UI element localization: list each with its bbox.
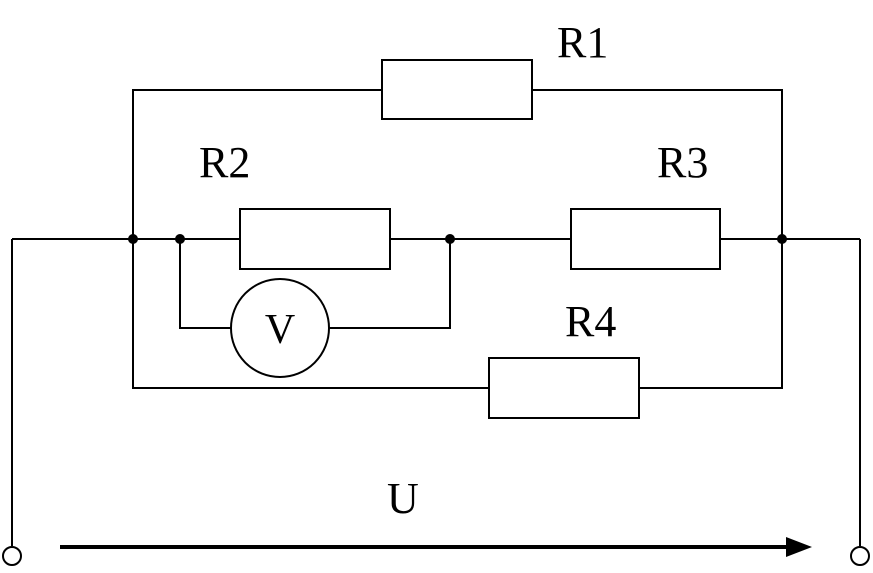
label-r1: R1 xyxy=(557,18,608,67)
label-r3: R3 xyxy=(657,138,708,187)
wire-voltmeter-right xyxy=(329,239,451,329)
voltmeter-symbol: V xyxy=(265,307,295,353)
wire-r1-loop-left xyxy=(132,89,382,239)
junction-left xyxy=(128,234,138,244)
resistor-r4 xyxy=(488,357,640,419)
wires xyxy=(11,89,861,546)
junction-voltmeter-right xyxy=(445,234,455,244)
voltmeter-circle xyxy=(230,278,330,378)
label-r2: R2 xyxy=(199,138,250,187)
wire-r1-loop-right xyxy=(532,89,783,239)
junction-right xyxy=(777,234,787,244)
wire-r4-loop-right xyxy=(639,239,783,389)
resistor-r3 xyxy=(570,208,721,270)
wire-voltmeter-left xyxy=(179,239,231,329)
junctions xyxy=(128,234,787,244)
junction-voltmeter-left xyxy=(175,234,185,244)
voltmeter: V xyxy=(230,278,330,378)
voltage-arrow-head xyxy=(786,537,812,557)
label-r4: R4 xyxy=(565,297,616,346)
wire-r4-loop-left xyxy=(132,239,489,389)
voltage-arrow xyxy=(60,537,812,557)
resistor-r2 xyxy=(239,208,391,270)
label-voltage: U xyxy=(387,474,419,523)
terminal-right xyxy=(850,546,870,566)
terminal-left xyxy=(2,546,22,566)
resistor-r1 xyxy=(381,59,533,120)
